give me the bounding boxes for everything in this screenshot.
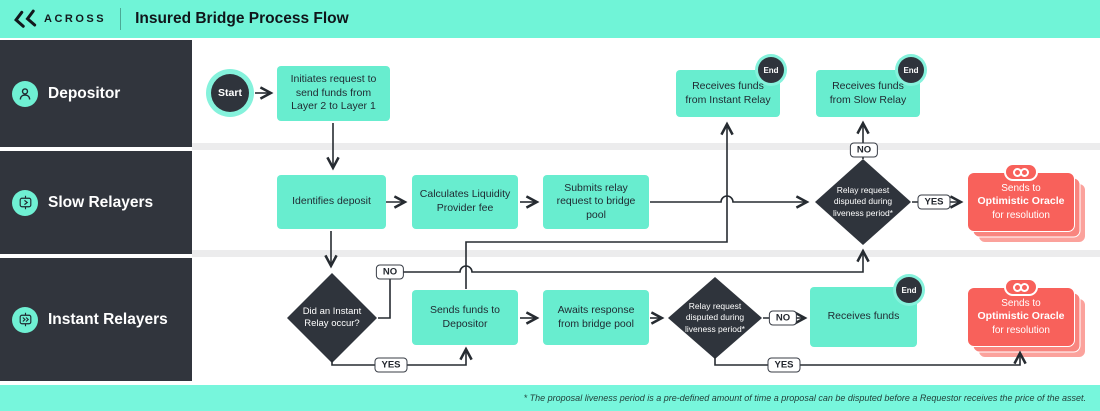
node-calculates-fee: Calculates Liquidity Provider fee: [412, 175, 518, 229]
decision-instant-relay-occur: Did an Instant Relay occur?: [287, 273, 377, 363]
decision-relay-disputed-instant: Relay request disputed during liveness p…: [668, 277, 762, 359]
branch-label-yes: YES: [374, 357, 408, 373]
lane-label: Instant Relayers: [48, 310, 168, 328]
brand-name: ACROSS: [44, 13, 107, 25]
optimistic-oracle-icon: [1004, 278, 1038, 296]
header-divider: [120, 8, 122, 30]
lane-depositor: Depositor: [0, 40, 192, 147]
node-submits-relay-request: Submits relay request to bridge pool: [543, 175, 649, 229]
across-logo-icon: [14, 9, 37, 28]
lane-label: Slow Relayers: [48, 193, 154, 211]
oracle-text: Sends to: [1001, 183, 1041, 195]
footnote: * The proposal liveness period is a pre-…: [523, 393, 1086, 403]
lane-separator: [192, 143, 1100, 150]
lane-separator: [192, 250, 1100, 257]
branch-label-no: NO: [768, 310, 798, 326]
depositor-person-icon: [12, 80, 38, 107]
optimistic-oracle-icon: [1004, 163, 1038, 181]
decision-relay-disputed-slow: Relay request disputed during liveness p…: [815, 159, 911, 245]
branch-label-yes: YES: [767, 357, 801, 373]
end-node: End: [896, 277, 922, 303]
oracle-text: for resolution: [992, 324, 1050, 336]
start-node: Start: [211, 74, 249, 112]
slow-relay-icon: [12, 189, 38, 216]
oracle-text-bold: Optimistic Oracle: [977, 310, 1065, 323]
oracle-card: Sends to Optimistic Oracle for resolutio…: [967, 287, 1075, 347]
end-node: End: [758, 57, 784, 83]
node-awaits-response: Awaits response from bridge pool: [543, 290, 649, 345]
node-initiates-request: Initiates request to send funds from Lay…: [277, 66, 390, 121]
node-receives-funds-instant-relay: Receives funds from Instant Relay: [676, 70, 780, 117]
node-optimistic-oracle-instant: Sends to Optimistic Oracle for resolutio…: [967, 278, 1086, 358]
branch-label-no: NO: [849, 142, 879, 158]
footer: * The proposal liveness period is a pre-…: [0, 385, 1100, 411]
header: ACROSS Insured Bridge Process Flow: [0, 0, 1100, 38]
oracle-text-bold: Optimistic Oracle: [977, 195, 1065, 208]
oracle-text: for resolution: [992, 209, 1050, 221]
node-sends-funds-to-depositor: Sends funds to Depositor: [412, 290, 518, 345]
oracle-card: Sends to Optimistic Oracle for resolutio…: [967, 172, 1075, 232]
lane-slow-relayers: Slow Relayers: [0, 151, 192, 254]
instant-relay-icon: [12, 306, 38, 333]
branch-label-yes: YES: [917, 194, 951, 210]
node-optimistic-oracle-slow: Sends to Optimistic Oracle for resolutio…: [967, 163, 1086, 243]
page-title: Insured Bridge Process Flow: [135, 10, 349, 27]
branch-label-no: NO: [375, 264, 405, 280]
lane-instant-relayers: Instant Relayers: [0, 258, 192, 381]
oracle-text: Sends to: [1001, 298, 1041, 310]
node-identifies-deposit: Identifies deposit: [277, 175, 386, 229]
lane-label: Depositor: [48, 84, 121, 102]
brand: ACROSS: [0, 9, 107, 28]
end-node: End: [898, 57, 924, 83]
